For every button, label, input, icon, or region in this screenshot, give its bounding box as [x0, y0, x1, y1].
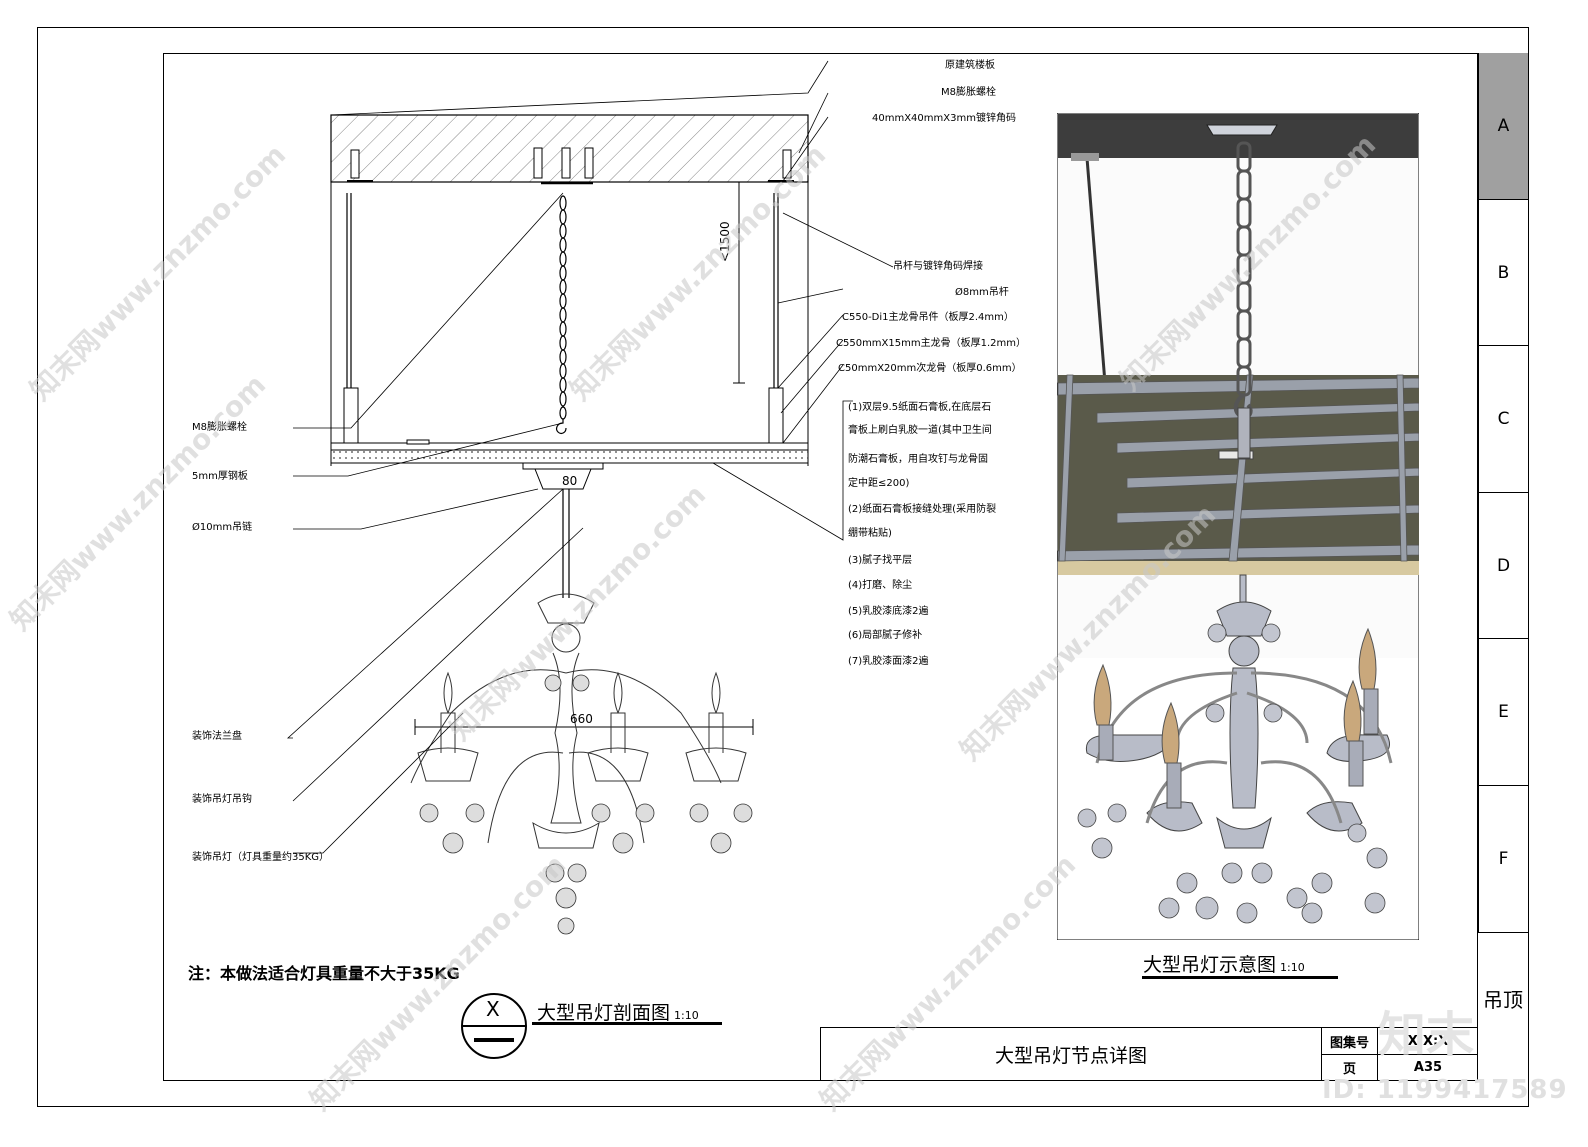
label-rod-weld: 吊杆与镀锌角码焊接: [893, 261, 983, 272]
note-item: 膏板上刷白乳胶一道(其中卫生间: [848, 425, 992, 436]
side-tab-b[interactable]: B: [1478, 200, 1528, 346]
note-item: 防潮石膏板，用自攻钉与龙骨固: [848, 454, 988, 465]
label-building-slab: 原建筑楼板: [945, 60, 995, 71]
title-block: 大型吊灯节点详图 图集号 X:X:X 页 A35: [820, 1027, 1478, 1081]
label-hook: 装饰吊灯吊钩: [192, 794, 252, 805]
note-item: (2)纸面石膏板接缝处理(采用防裂: [848, 504, 997, 515]
note-item: (6)局部腻子修补: [848, 630, 923, 641]
outer-frame: [37, 27, 1529, 1107]
side-tab-c[interactable]: C: [1478, 346, 1528, 493]
watermark-logo: 知末: [1378, 1007, 1475, 1063]
atlas-number-label: 图集号: [1322, 1028, 1378, 1054]
note-item: (7)乳胶漆面漆2遍: [848, 656, 929, 667]
label-chain: Ø10mm吊链: [192, 522, 253, 533]
label-steel-plate: 5mm厚钢板: [192, 471, 248, 482]
dim-plate: 80: [562, 474, 578, 488]
atlas-number-value: X:X:X: [1407, 1033, 1449, 1049]
label-chandelier: 装饰吊灯（灯具重量约35KG）: [192, 852, 330, 863]
label-main-hanger: C550-Di1主龙骨吊件（板厚2.4mm）: [842, 312, 1014, 323]
note-item: (1)双层9.5纸面石膏板,在底层石: [848, 402, 992, 413]
note-item: (5)乳胶漆底漆2遍: [848, 606, 929, 617]
label-m8-bolt-top: M8膨胀螺栓: [941, 87, 996, 98]
label-angle-bracket: 40mmX40mmX3mm镀锌角码: [872, 113, 1016, 124]
label-rod: Ø8mm吊杆: [955, 287, 1009, 298]
side-tab-f[interactable]: F: [1478, 786, 1528, 933]
section-symbol: [461, 993, 527, 1059]
side-tab-e[interactable]: E: [1478, 639, 1528, 786]
side-tab-d[interactable]: D: [1478, 493, 1528, 639]
note-item: (3)腻子找平层: [848, 555, 913, 566]
dim-width: 660: [570, 712, 593, 726]
page-label: 页: [1322, 1054, 1378, 1080]
side-category: 吊顶: [1483, 988, 1523, 1012]
section-drawing: [286, 60, 894, 935]
section-caption-underline: [532, 1022, 722, 1025]
note-item: (4)打磨、除尘: [848, 580, 913, 591]
weight-note: 注：本做法适合灯具重量不大于35KG: [188, 964, 460, 983]
label-flange: 装饰法兰盘: [192, 731, 242, 742]
render-illustration: [1057, 113, 1419, 940]
label-m8-bolt-left: M8膨胀螺栓: [192, 422, 247, 433]
watermark-id: ID: 1199417589: [1322, 1075, 1568, 1105]
side-tab-a[interactable]: A: [1478, 53, 1528, 200]
side-index: A B C D E F 吊顶: [1478, 53, 1529, 1081]
label-sub-keel: C50mmX20mm次龙骨（板厚0.6mm）: [838, 363, 1022, 374]
drawing-title: 大型吊灯节点详图: [994, 1044, 1147, 1067]
note-item: 绷带粘贴): [848, 528, 892, 539]
section-symbol-letter: X: [486, 997, 500, 1021]
page-value: A35: [1413, 1059, 1443, 1075]
note-item: 定中距≤200): [848, 478, 910, 489]
render-caption-underline: [1142, 976, 1338, 979]
label-main-keel: C550mmX15mm主龙骨（板厚1.2mm）: [836, 338, 1026, 349]
